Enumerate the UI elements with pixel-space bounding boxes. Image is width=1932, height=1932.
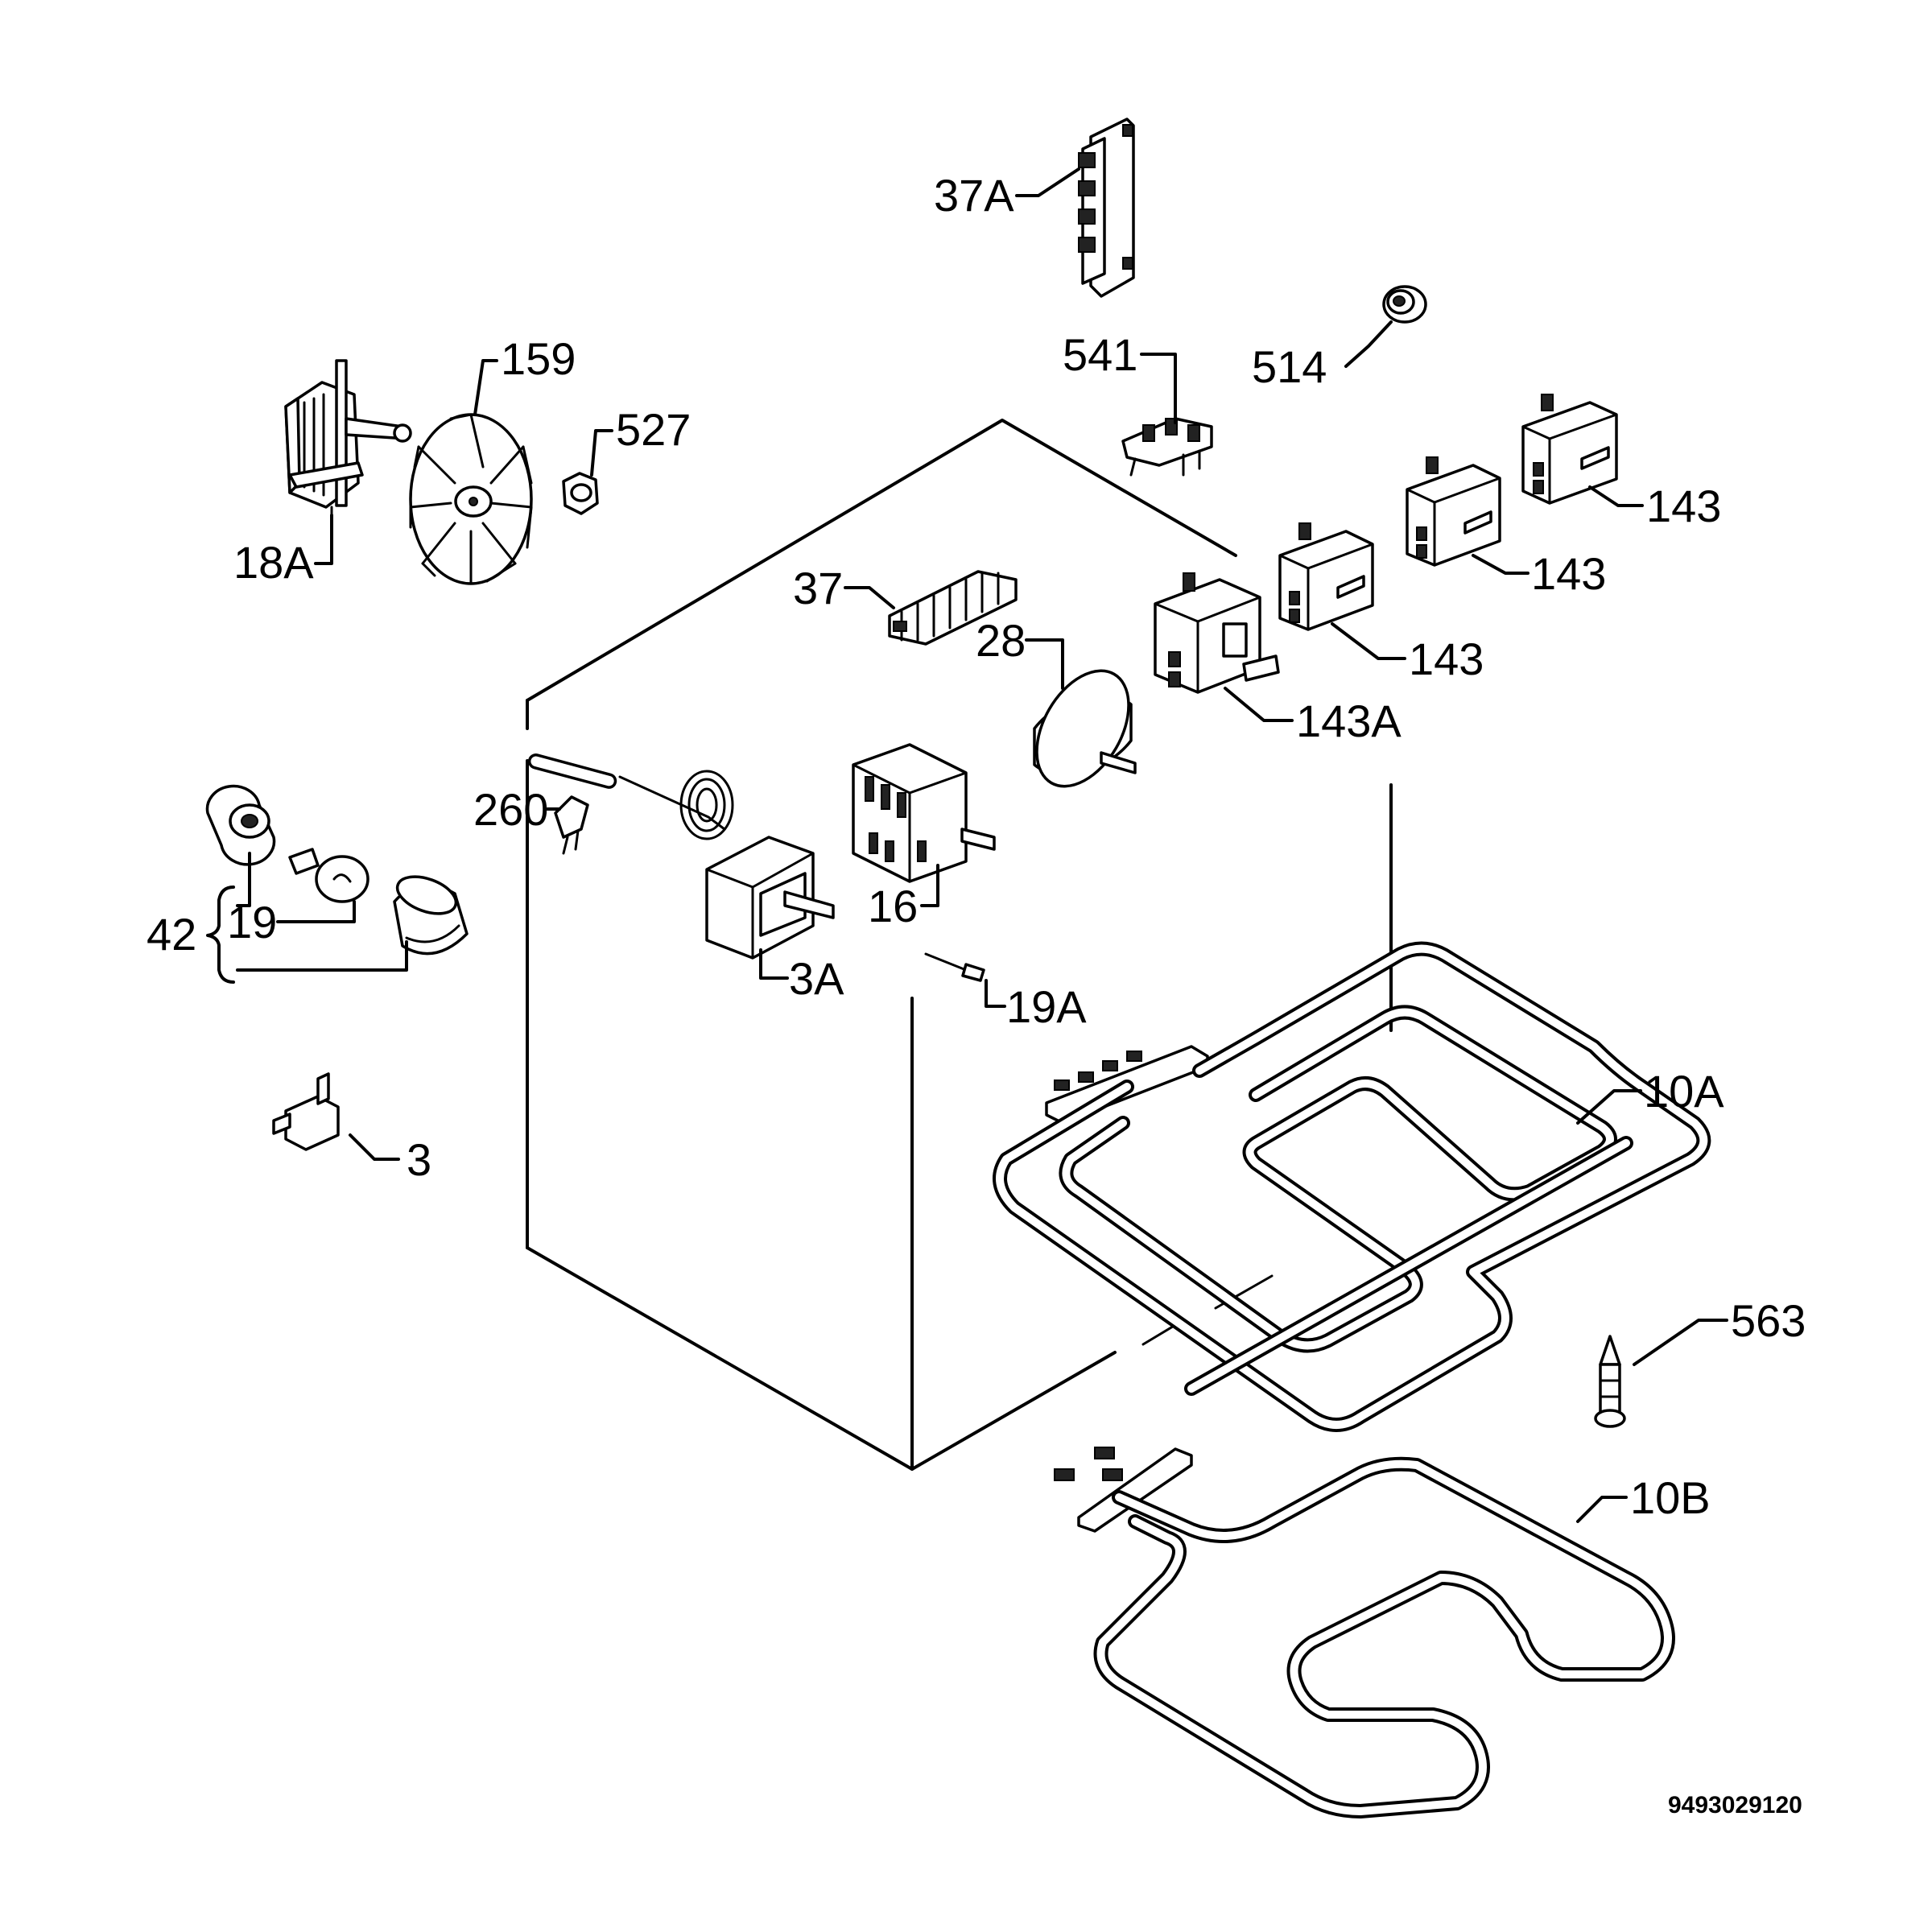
- bottom-element-terminals: [1054, 1447, 1123, 1481]
- terminal-block-37: [888, 570, 1018, 646]
- label-514: 514: [1252, 341, 1327, 392]
- thermal-fuse-3: [272, 1072, 340, 1151]
- label-143-middle: 143: [1531, 548, 1606, 599]
- label-10b: 10B: [1630, 1472, 1711, 1523]
- label-16: 16: [868, 881, 918, 931]
- timer-motor-28: [1033, 669, 1137, 788]
- label-3: 3: [407, 1134, 431, 1185]
- label-143-lower: 143: [1409, 634, 1484, 684]
- terminal-block-37a: [1078, 118, 1135, 298]
- fan-motor-18a: [284, 359, 412, 525]
- lamp-cover: [393, 875, 469, 956]
- label-260: 260: [473, 784, 548, 835]
- leader-lines: [206, 167, 1728, 1523]
- label-159: 159: [501, 333, 576, 384]
- part-labels: 37A 159 527 18A 541 514 143 143 143 143A…: [147, 170, 1806, 1818]
- grill-element-10a: [993, 941, 1711, 1432]
- switch-143-middle: [1406, 456, 1501, 567]
- label-527: 527: [616, 404, 691, 455]
- bracket-260: [554, 795, 589, 855]
- label-10a: 10A: [1644, 1066, 1724, 1117]
- grill-element-terminals: [1054, 1051, 1142, 1091]
- bottom-element-10b: [1054, 1447, 1675, 1818]
- thermal-cutout-541: [1121, 417, 1213, 477]
- thermostat-3a: [527, 753, 835, 960]
- label-563: 563: [1731, 1295, 1806, 1346]
- label-42: 42: [147, 909, 196, 960]
- switch-143a: [1154, 572, 1280, 694]
- label-37: 37: [793, 563, 843, 613]
- grommet-514: [1382, 285, 1427, 324]
- lamp-bulb-19: [288, 848, 369, 903]
- label-3a: 3A: [789, 953, 844, 1004]
- document-number: 9493029120: [1668, 1792, 1802, 1818]
- label-19: 19: [227, 897, 277, 947]
- lamp-wire-19a: [924, 952, 985, 982]
- foot-563: [1594, 1335, 1626, 1428]
- label-541: 541: [1063, 329, 1137, 380]
- fan-blade-159: [409, 413, 533, 585]
- label-37a: 37A: [934, 170, 1014, 221]
- label-28: 28: [976, 615, 1026, 666]
- lamp-holder-42: [205, 784, 276, 866]
- label-19a: 19A: [1006, 981, 1087, 1032]
- label-143a: 143A: [1296, 696, 1402, 746]
- label-18a: 18A: [233, 537, 314, 588]
- selector-switch-16: [852, 743, 996, 883]
- oven-cavity-outline: [526, 419, 1393, 1471]
- label-143-top: 143: [1646, 481, 1721, 531]
- switch-143-top: [1521, 394, 1618, 505]
- switch-143-lower: [1278, 522, 1374, 631]
- nut-527: [562, 472, 599, 515]
